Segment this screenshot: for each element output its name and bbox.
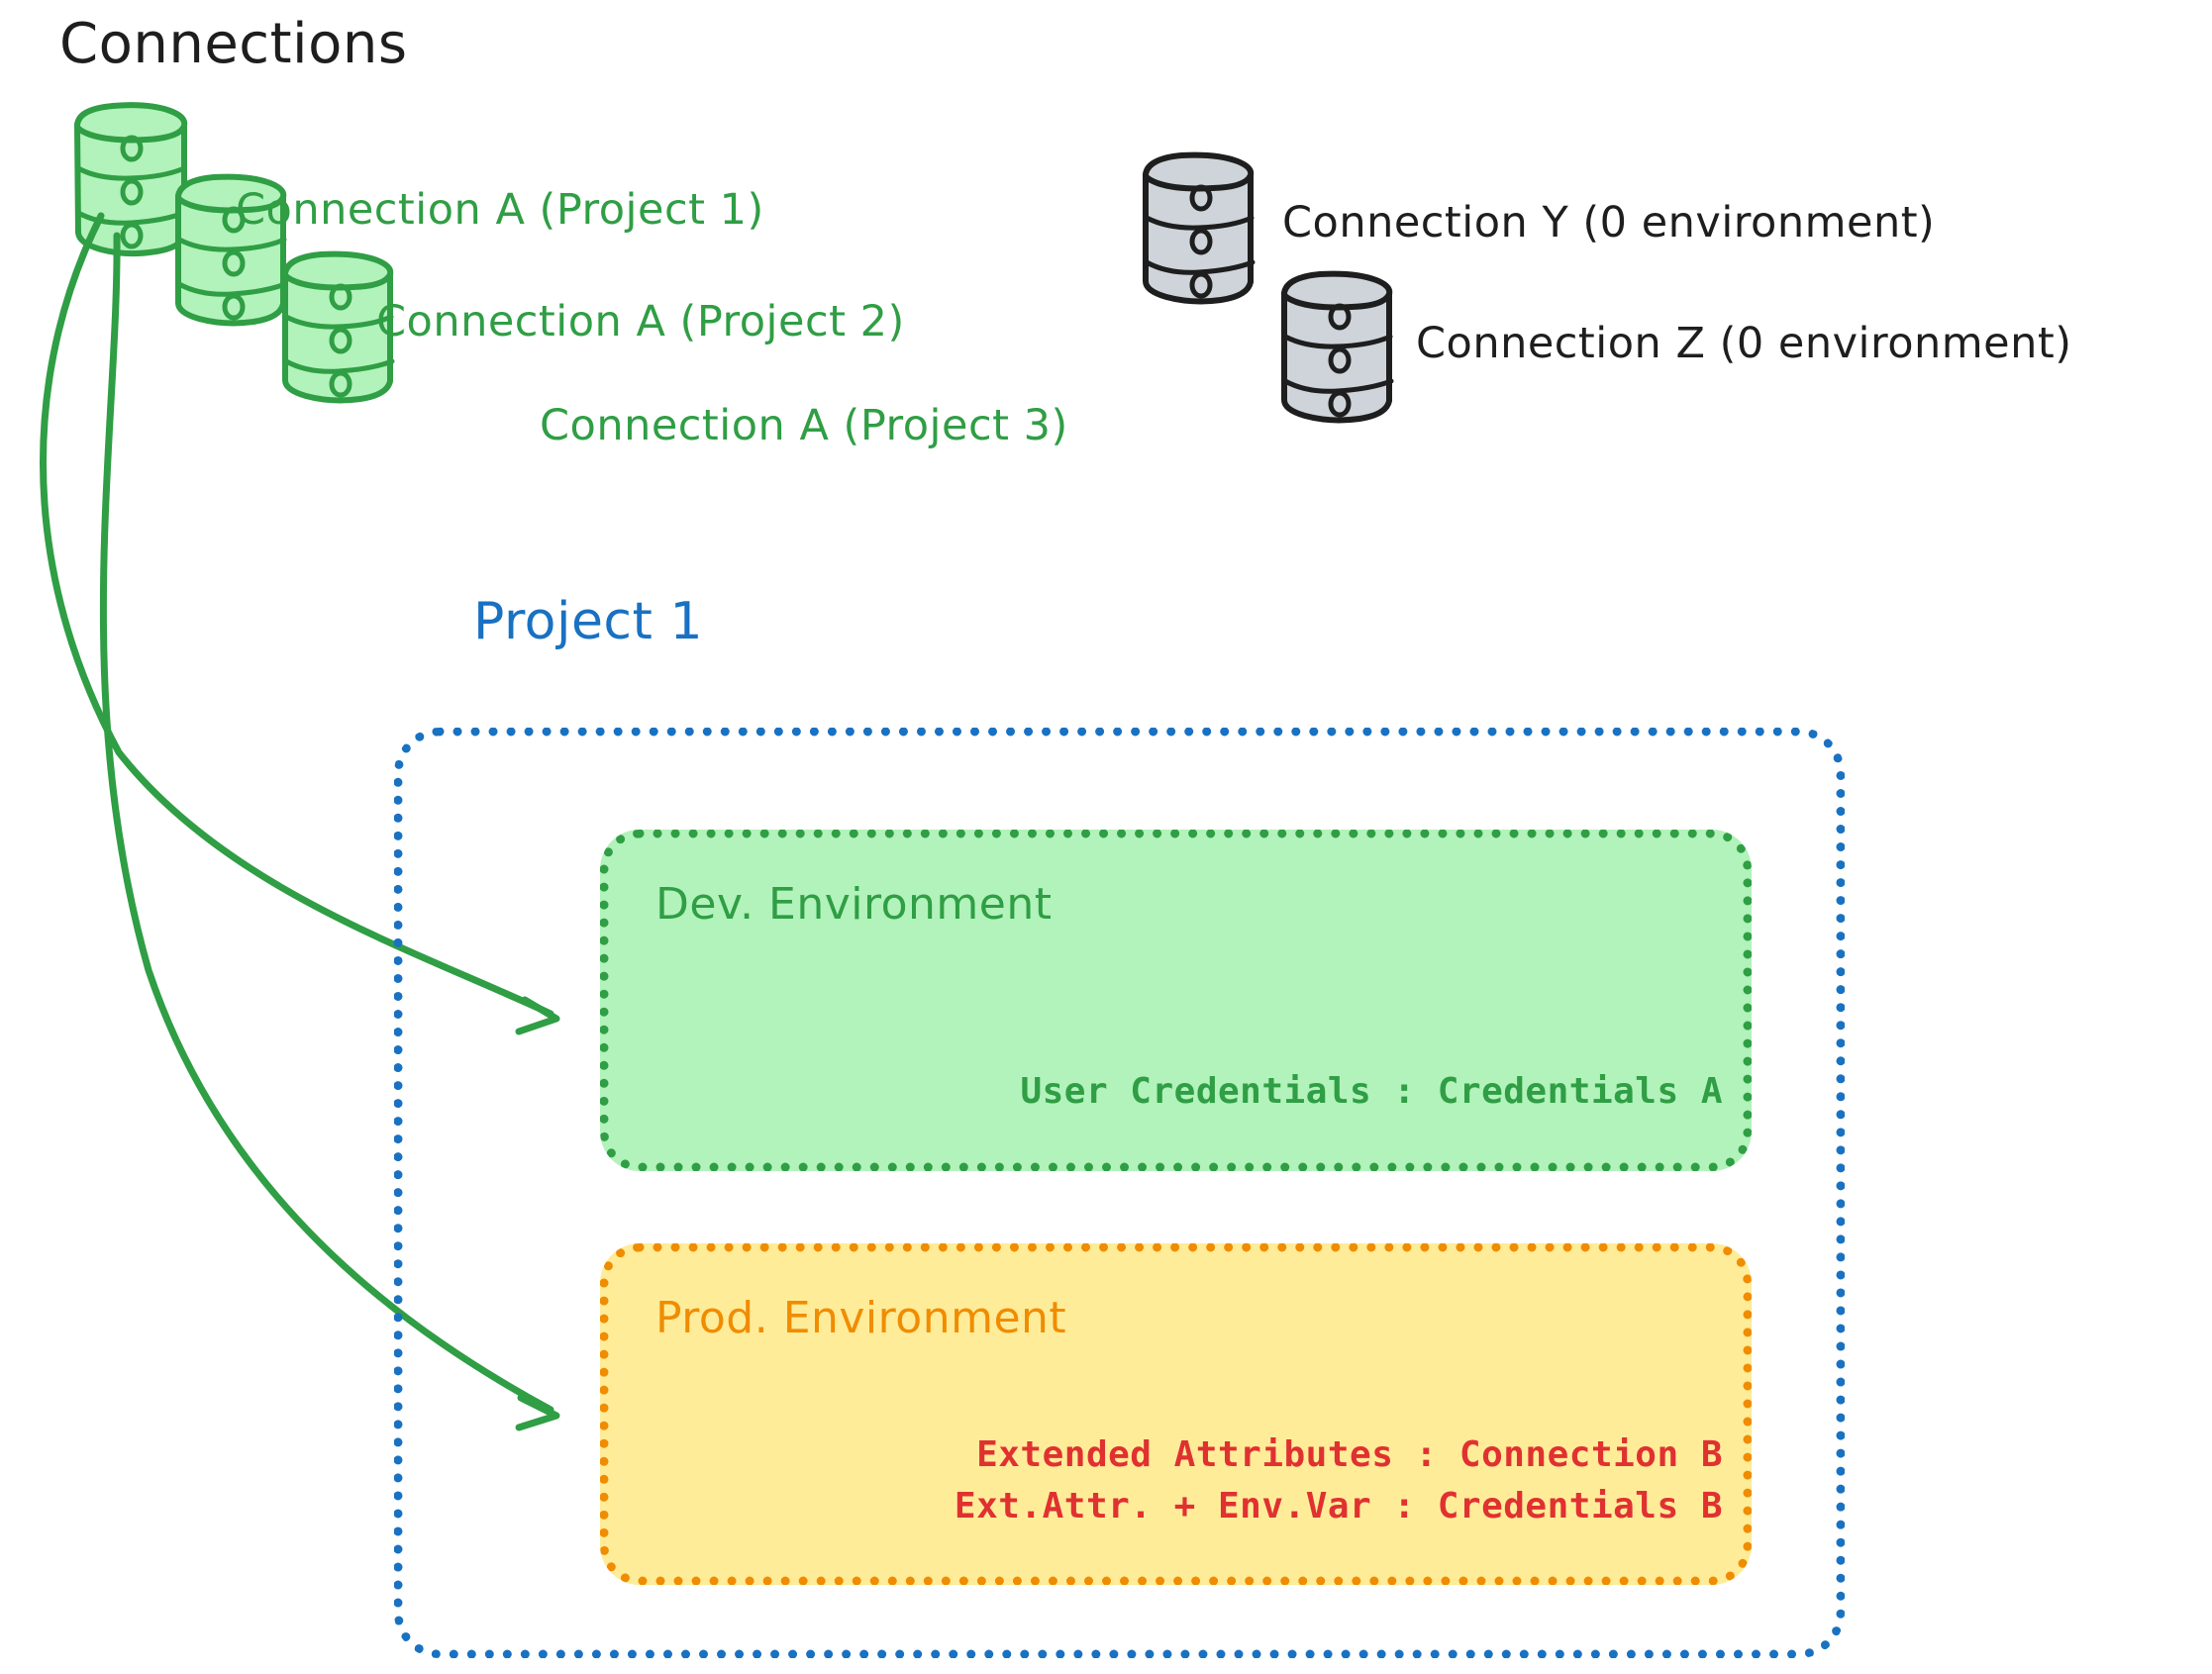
connection-label-conn-a-p2: Connection A (Project 2) [376, 297, 905, 346]
prod-environment-box[interactable] [600, 1243, 1752, 1585]
connection-label-conn-y: Connection Y (0 environment) [1282, 198, 1936, 247]
database-icon-conn-y[interactable] [1142, 151, 1256, 305]
page-title: Connections [59, 12, 408, 76]
dev-user-credentials-line: User Credentials : Credentials A [1020, 1071, 1723, 1112]
prod-ext-attr-env-var-line: Ext.Attr. + Env.Var : Credentials B [954, 1486, 1723, 1526]
arrow-icon-to-prod-environment [99, 232, 560, 1431]
project-title: Project 1 [473, 592, 704, 651]
connection-label-conn-a-p1: Connection A (Project 1) [236, 185, 764, 235]
connection-label-conn-z: Connection Z (0 environment) [1416, 319, 2072, 368]
prod-environment-title: Prod. Environment [655, 1293, 1067, 1343]
dev-environment-box[interactable] [600, 830, 1752, 1171]
database-icon-conn-a-p3[interactable] [281, 250, 395, 404]
dev-environment-title: Dev. Environment [655, 879, 1053, 930]
database-icon-conn-z[interactable] [1280, 270, 1394, 424]
prod-extended-attributes-line: Extended Attributes : Connection B [976, 1434, 1723, 1475]
project-container [394, 728, 1845, 1658]
connection-label-conn-a-p3: Connection A (Project 3) [540, 401, 1068, 450]
